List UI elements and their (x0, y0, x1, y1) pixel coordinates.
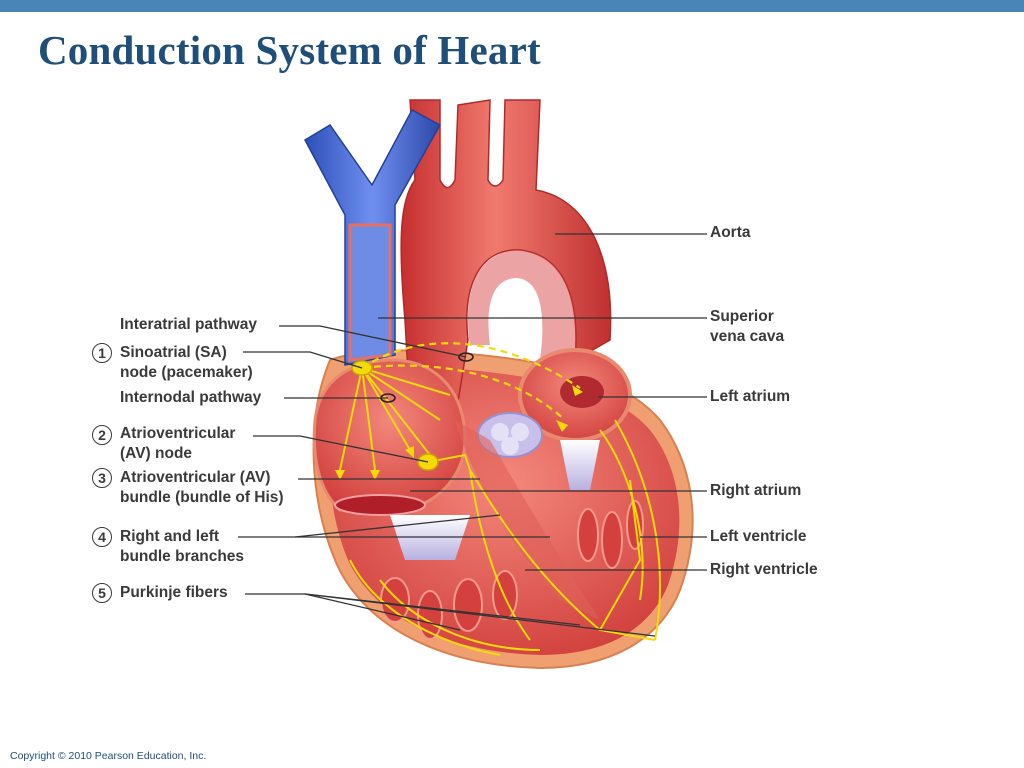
number-badge-3: 3 (92, 468, 112, 488)
label-bundle-branches-line1: Right and left (120, 528, 220, 545)
copyright-notice: Copyright © 2010 Pearson Education, Inc. (10, 750, 207, 762)
label-bundle-branches-line2: bundle branches (120, 548, 245, 565)
label-sa-node-line2: node (pacemaker) (120, 364, 253, 381)
ventricle-muscles (380, 500, 644, 640)
valve-shape (477, 412, 543, 458)
label-left-atrium: Left atrium (710, 388, 791, 405)
number-badge-2: 2 (92, 425, 112, 445)
top-accent-bar (0, 0, 1024, 12)
label-sa-node-line1: Sinoatrial (SA) (120, 344, 227, 361)
conduction-pathways (339, 342, 661, 656)
label-av-bundle-line2: bundle (bundle of His) (120, 489, 284, 506)
label-av-bundle-line1: Atrioventricular (AV) (120, 469, 271, 486)
label-left-ventricle: Left ventricle (710, 528, 807, 545)
label-superior-vena-cava-line2: vena cava (710, 328, 785, 345)
label-purkinje-fibers: Purkinje fibers (120, 584, 228, 601)
number-badge-4: 4 (92, 527, 112, 547)
number-badge-1: 1 (92, 343, 112, 363)
number-badge-5: 5 (92, 583, 112, 603)
label-av-node-line1: Atrioventricular (120, 425, 236, 442)
slide-title: Conduction System of Heart (38, 27, 541, 73)
leader-lines (238, 233, 707, 637)
label-aorta: Aorta (710, 224, 751, 241)
label-right-ventricle: Right ventricle (710, 561, 818, 578)
label-interatrial-pathway: Interatrial pathway (120, 316, 257, 333)
label-av-node-line2: (AV) node (120, 445, 193, 462)
label-internodal-pathway: Internodal pathway (120, 389, 262, 406)
conduction-arrowheads (335, 385, 583, 480)
superior-vena-cava-shape (304, 108, 442, 366)
label-superior-vena-cava-line1: Superior (710, 308, 774, 325)
label-right-atrium: Right atrium (710, 482, 802, 499)
